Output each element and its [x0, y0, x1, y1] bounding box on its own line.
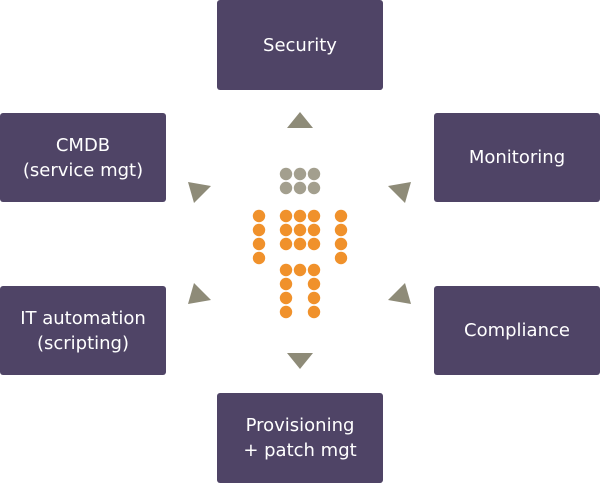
security-box: Security	[217, 0, 383, 90]
arrow-lower-right-icon	[388, 283, 411, 304]
hip-dot	[293, 263, 307, 277]
leg-dot	[279, 305, 293, 319]
torso-dot	[293, 223, 307, 237]
security-label: Security	[263, 34, 337, 56]
cmdb-sublabel: (service mgt)	[22, 159, 144, 181]
torso-dot	[307, 209, 321, 223]
provisioning-sublabel: + patch mgt	[243, 440, 357, 461]
arrow-up-icon	[287, 112, 313, 128]
torso-dot	[307, 237, 321, 251]
it-automation-sublabel: (scripting)	[36, 332, 130, 354]
cmdb-label: CMDB	[55, 134, 111, 156]
arm-dot	[252, 237, 266, 251]
head-dot	[293, 181, 307, 195]
leg-dot	[279, 277, 293, 291]
hip-dot	[307, 263, 321, 277]
leg-dot	[279, 291, 293, 305]
monitoring-label: Monitoring	[468, 147, 566, 168]
provisioning-box: Provisioning + patch mgt	[217, 393, 383, 483]
head-dot	[279, 167, 293, 181]
torso-dot	[293, 237, 307, 251]
arm-dot	[252, 223, 266, 237]
leg-dot	[307, 277, 321, 291]
compliance-box: Compliance	[434, 286, 600, 375]
arrow-upper-right-icon	[388, 182, 411, 203]
it-automation-box: IT automation (scripting)	[0, 286, 166, 375]
arm-dot	[334, 209, 348, 223]
torso-dot	[307, 223, 321, 237]
arm-dot	[334, 251, 348, 265]
it-automation-label: IT automation	[20, 307, 146, 329]
leg-dot	[307, 291, 321, 305]
torso-dot	[279, 209, 293, 223]
leg-dot	[307, 305, 321, 319]
head-dot	[307, 181, 321, 195]
head-dot	[279, 181, 293, 195]
monitoring-box: Monitoring	[434, 113, 600, 202]
head-dot	[293, 167, 307, 181]
arrow-lower-left-icon	[188, 283, 211, 304]
arm-dot	[334, 223, 348, 237]
arrow-upper-left-icon	[188, 182, 211, 203]
arrow-down-icon	[287, 353, 313, 369]
hip-dot	[279, 263, 293, 277]
arm-dot	[252, 251, 266, 265]
cmdb-box: CMDB (service mgt)	[0, 113, 166, 202]
arm-dot	[334, 237, 348, 251]
head-dot	[307, 167, 321, 181]
provisioning-label: Provisioning	[245, 415, 355, 436]
arm-dot	[252, 209, 266, 223]
dot-person-icon	[252, 167, 348, 319]
torso-dot	[293, 209, 307, 223]
torso-dot	[279, 223, 293, 237]
compliance-label: Compliance	[464, 320, 570, 341]
torso-dot	[279, 237, 293, 251]
